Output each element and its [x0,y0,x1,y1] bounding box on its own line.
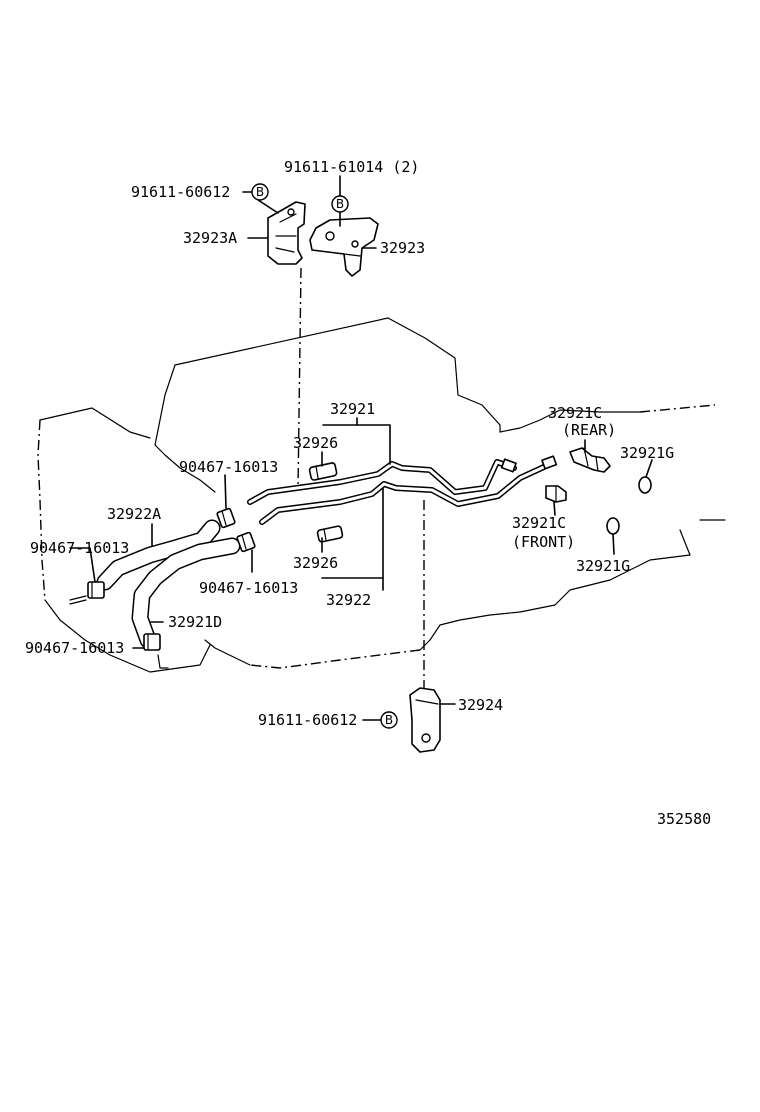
label-91611-60612-bottom: 91611-60612 [258,711,357,729]
union-32921C-front [545,485,567,503]
label-32923: 32923 [380,239,425,257]
svg-text:B: B [336,197,344,211]
leader-lines [69,175,653,721]
svg-text:B: B [385,713,393,727]
bracket-32923A [267,201,306,265]
label-32922A: 32922A [107,505,161,523]
label-90467-16013-c: 90467-16013 [30,539,129,557]
grommet-32926-top [308,462,338,481]
label-32922: 32922 [326,591,371,609]
label-rear: (REAR) [562,421,616,439]
hose-32921D [131,537,241,649]
diagram-id: 352580 [657,810,711,828]
label-90467-16013-d: 90467-16013 [25,639,124,657]
label-32926-top: 32926 [293,434,338,452]
label-32921D: 32921D [168,613,222,631]
label-90467-16013-a: 90467-16013 [179,458,278,476]
clip-90467-c [69,581,105,605]
label-90467-16013-b: 90467-16013 [199,579,298,597]
label-32921G-bottom: 32921G [576,557,630,575]
svg-text:B: B [256,185,264,199]
label-front: (FRONT) [512,533,575,551]
label-32923A: 32923A [183,229,237,247]
circle-b-mark-bottom: B [380,711,398,729]
label-32921G-top: 32921G [620,444,674,462]
clip-90467-a [216,507,236,529]
label-32924: 32924 [458,696,503,714]
label-91611-60612-top: 91611-60612 [131,183,230,201]
grommet-32926-bottom [316,525,344,543]
label-32921C-rear: 32921C [548,404,602,422]
label-32921: 32921 [330,400,375,418]
circle-b-mark-top-left: B [251,183,269,201]
gasket-32921G-bottom [606,517,620,535]
leader-bracket-32923A [297,267,302,491]
bracket-32923 [309,217,379,277]
pipe-32922 [259,455,558,525]
clip-90467-d [143,633,169,669]
bracket-32924 [409,687,441,753]
clip-90467-b [236,531,256,553]
pipe-32921 [247,458,517,505]
label-32921C-front: 32921C [512,514,566,532]
label-32926-bottom: 32926 [293,554,338,572]
label-91611-61014: 91611-61014 (2) [284,158,419,176]
hose-32922A [96,519,221,591]
union-32921C-rear [569,447,611,473]
engine-outline [37,317,726,673]
circle-b-mark-top: B [331,195,349,213]
gasket-32921G-top [638,476,652,494]
